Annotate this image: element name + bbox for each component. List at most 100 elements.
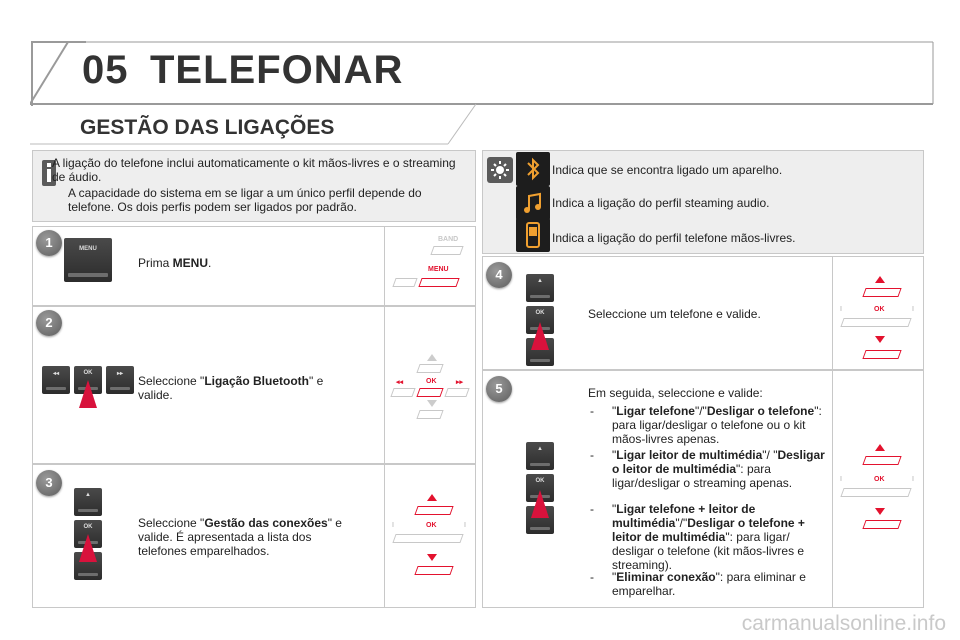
press-arrow xyxy=(79,534,97,562)
option-connect-both: "Ligar telefone + leitor de multimédia"/… xyxy=(612,502,805,572)
option-b1: Eliminar conexão xyxy=(616,570,716,584)
option-dash: - xyxy=(590,404,594,418)
option-b2: Desligar o leitor de multimédia xyxy=(612,448,825,476)
rewind-button[interactable]: ◂◂ xyxy=(42,366,70,394)
menu-band-diagram: BAND MENU xyxy=(390,232,470,298)
option-delete-connection: "Eliminar conexão": para eliminar e empa… xyxy=(612,570,806,598)
down-triangle-icon xyxy=(427,554,437,561)
ok-nav-diagram: ◂◂ OK ▸▸ xyxy=(390,352,470,422)
up-button[interactable]: ▲ xyxy=(526,442,554,470)
left-bar xyxy=(390,388,416,397)
watermark: carmanualsonline.info xyxy=(741,612,946,635)
header-frame xyxy=(30,41,934,105)
ok-bar xyxy=(840,318,912,327)
music-note-icon xyxy=(516,186,550,220)
intro-info-box xyxy=(32,150,476,222)
down-button[interactable]: ▼ xyxy=(74,552,102,580)
settings-icon xyxy=(487,157,513,183)
step-4-divider xyxy=(832,256,833,370)
step-5-divider xyxy=(832,370,833,608)
left-tick: I xyxy=(392,522,394,529)
option-dash: - xyxy=(590,502,594,516)
option-b1: Ligar leitor de multimédia xyxy=(616,448,763,462)
menu-label-diagram: MENU xyxy=(428,266,449,273)
right-tick: I xyxy=(912,306,914,313)
down-bar xyxy=(862,350,902,359)
up-bar xyxy=(414,506,454,515)
ok-button-label: OK xyxy=(83,524,93,530)
option-b2: Desligar o telefone xyxy=(706,404,815,418)
step-4-text: Seleccione um telefone e valide. xyxy=(588,307,761,321)
option-sep: "/ " xyxy=(762,448,778,462)
step-2-text-post: " e valide. xyxy=(138,374,324,402)
bluetooth-icon xyxy=(516,152,550,186)
intro-paragraph-1: A ligação do telefone inclui automaticam… xyxy=(52,156,456,184)
chapter-title: TELEFONAR xyxy=(150,48,404,92)
step-1-text-pre: Prima xyxy=(138,256,173,270)
up-triangle-icon xyxy=(875,276,885,283)
left-bar xyxy=(392,278,418,287)
down-bar xyxy=(862,520,902,529)
ok-button-label: OK xyxy=(535,478,545,484)
step-1-divider xyxy=(384,226,385,306)
press-arrow xyxy=(531,322,549,350)
up-triangle-icon xyxy=(875,444,885,451)
forward-icon: ▸▸ xyxy=(456,379,464,386)
ok-bar xyxy=(416,388,444,397)
ok-button-label: OK xyxy=(83,370,93,376)
option-sep: "/" xyxy=(675,516,688,530)
step-3-text: Seleccione "Gestão das conexões" e valid… xyxy=(138,516,358,558)
step-3-text-pre: Seleccione " xyxy=(138,516,205,530)
menu-button[interactable]: MENU xyxy=(64,238,112,282)
option-rest: ": para ligar/ desligar o telefone (kit … xyxy=(612,530,805,572)
ok-label-diagram: OK xyxy=(426,522,437,529)
option-rest: ": para eliminar e emparelhar. xyxy=(612,570,806,598)
press-arrow xyxy=(531,490,549,518)
rewind-icon: ◂◂ xyxy=(396,379,404,386)
step-3-divider xyxy=(384,464,385,608)
up-triangle-icon xyxy=(427,494,437,501)
ok-updown-diagram: I OK I xyxy=(838,274,918,364)
ok-bar xyxy=(840,488,912,497)
ok-button-label: OK xyxy=(535,310,545,316)
header-rule xyxy=(30,103,933,105)
left-tick: I xyxy=(840,476,842,483)
up-bar xyxy=(862,456,902,465)
step-4-box xyxy=(482,256,924,370)
step-badge: 1 xyxy=(36,230,62,256)
down-triangle-icon xyxy=(875,508,885,515)
ok-bar xyxy=(392,534,464,543)
up-button[interactable]: ▲ xyxy=(526,274,554,302)
ok-label-diagram: OK xyxy=(874,476,885,483)
up-button[interactable]: ▲ xyxy=(74,488,102,516)
up-bar xyxy=(416,364,444,373)
option-sep: "/" xyxy=(694,404,707,418)
step-2-divider xyxy=(384,306,385,464)
option-connect-media: "Ligar leitor de multimédia"/ "Desligar … xyxy=(612,448,825,490)
step-3-text-post: " e valide. É apresentada a lista dos te… xyxy=(138,516,342,558)
step-2-text-bold: Ligação Bluetooth xyxy=(204,374,309,388)
intro-paragraph-2: A capacidade do sistema em se ligar a um… xyxy=(68,186,422,214)
menu-bar xyxy=(418,278,460,287)
forward-button[interactable]: ▸▸ xyxy=(106,366,134,394)
press-arrow xyxy=(79,380,97,408)
band-bar xyxy=(430,246,464,255)
info-icon xyxy=(42,160,56,186)
step-badge: 2 xyxy=(36,310,62,336)
step-1-text: Prima MENU. xyxy=(138,256,378,270)
option-b1: Ligar telefone + leitor de multimédia xyxy=(612,502,756,530)
option-connect-phone: "Ligar telefone"/"Desligar o telefone": … xyxy=(612,404,822,446)
menu-button-label: MENU xyxy=(79,246,97,252)
step-badge: 4 xyxy=(486,262,512,288)
left-tick: I xyxy=(840,306,842,313)
icon-legend-box xyxy=(482,150,924,254)
down-bar xyxy=(414,566,454,575)
option-dash: - xyxy=(590,448,594,462)
step-1-text-bold: MENU xyxy=(172,256,209,270)
section-underline xyxy=(30,103,477,145)
down-bar xyxy=(416,410,444,419)
ok-updown-diagram: I OK I xyxy=(390,490,470,586)
right-tick: I xyxy=(912,476,914,483)
option-rest: ": para ligar/desligar o telefone ou o k… xyxy=(612,404,822,446)
right-tick: I xyxy=(464,522,466,529)
